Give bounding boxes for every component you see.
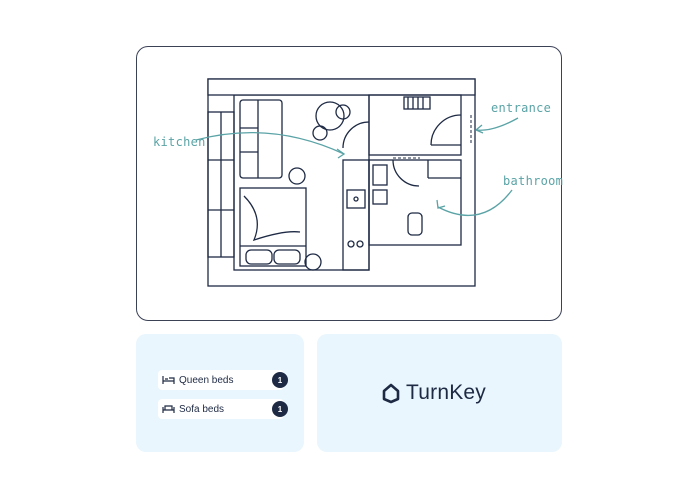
entrance-door-swing [430,114,462,146]
bathroom-wall [368,159,462,246]
amenities-card: Queen beds 1 Sofa beds 1 [136,334,304,452]
bed-icon [161,373,175,387]
amenity-count-badge: 1 [272,372,288,388]
brand-card: TurnKey [317,334,562,452]
queen-bed [239,187,307,267]
side-table [288,167,306,185]
sink [372,164,388,186]
outer-wall [207,78,476,287]
house-logo-icon [381,382,401,404]
sofa-icon [161,402,175,416]
amenity-count-badge: 1 [272,401,288,417]
amenity-label: Queen beds [179,374,234,386]
amenity-sofa-beds: Sofa beds 1 [158,399,288,419]
amenity-queen-beds: Queen beds 1 [158,370,288,390]
sofa [239,99,283,179]
entrance-arrow [475,117,519,131]
entrance-label: entrance [491,101,552,115]
amenity-label: Sofa beds [179,403,225,415]
bathroom-arrow [437,189,513,216]
closet [403,96,431,110]
brand-name: TurnKey [406,381,486,404]
kitchen-label: kitchen [153,135,206,149]
bathroom-label: bathroom [503,174,564,188]
hallway-wall [368,94,462,156]
dining-table [315,101,345,131]
brand-logo: TurnKey [381,381,486,405]
toilet [407,212,423,236]
kitchen-counter [342,159,370,271]
kitchen-arrow [195,131,345,155]
